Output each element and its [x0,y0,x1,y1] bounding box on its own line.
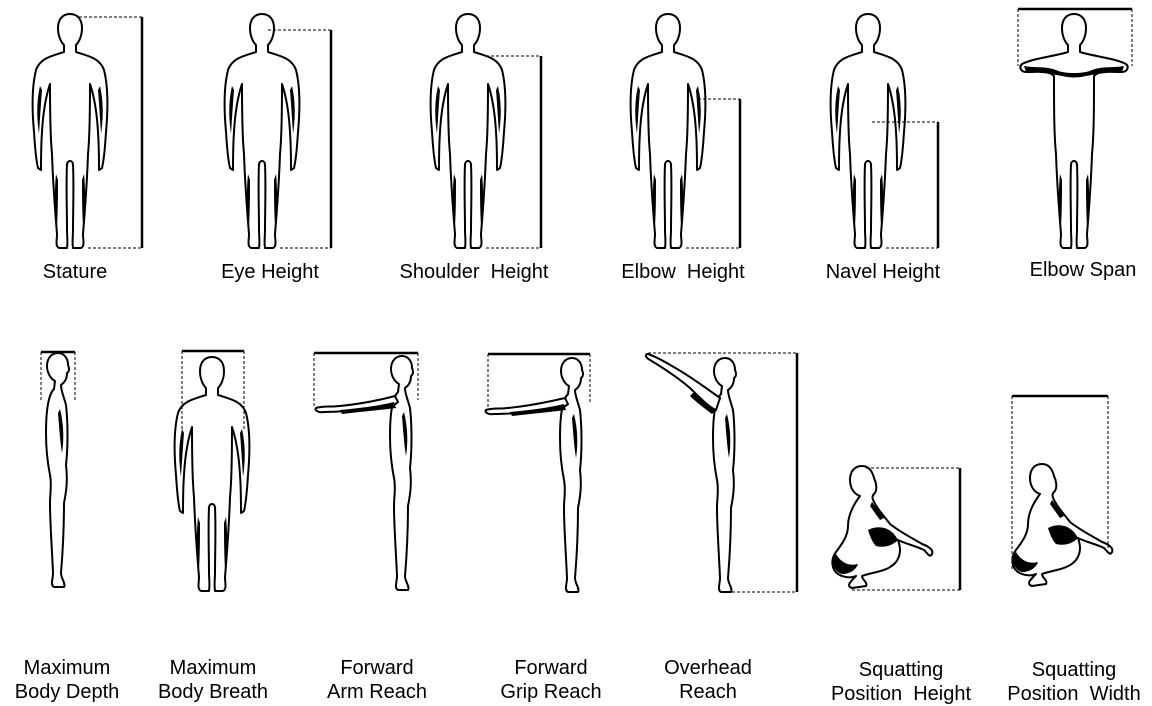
elbow-span-figure [1018,9,1132,248]
label-navel-height: Navel Height [808,260,958,284]
forward-arm-reach-figure [314,353,418,590]
stature-figure [33,14,142,248]
overhead-reach-arm [646,354,720,410]
label-elbow-span: Elbow Span [1018,258,1148,282]
eye-height-figure [225,14,331,248]
navel-height-figure [831,14,938,248]
squatting-position-height-figure [832,466,960,590]
shoulder-height-figure [431,14,541,248]
elbow-height-figure [631,14,740,248]
label-eye-height: Eye Height [200,260,340,284]
label-shoulder-height: Shoulder Height [384,260,564,284]
label-stature: Stature [10,260,140,284]
label-elbow-height: Elbow Height [608,260,758,284]
overhead-reach-figure [646,353,797,592]
max-body-depth-figure [41,352,75,587]
forward-grip-reach-figure [485,354,590,592]
anthropometric-diagram [0,0,1152,655]
squatting-position-width-figure [1012,396,1112,586]
max-body-breath-figure [175,351,250,591]
